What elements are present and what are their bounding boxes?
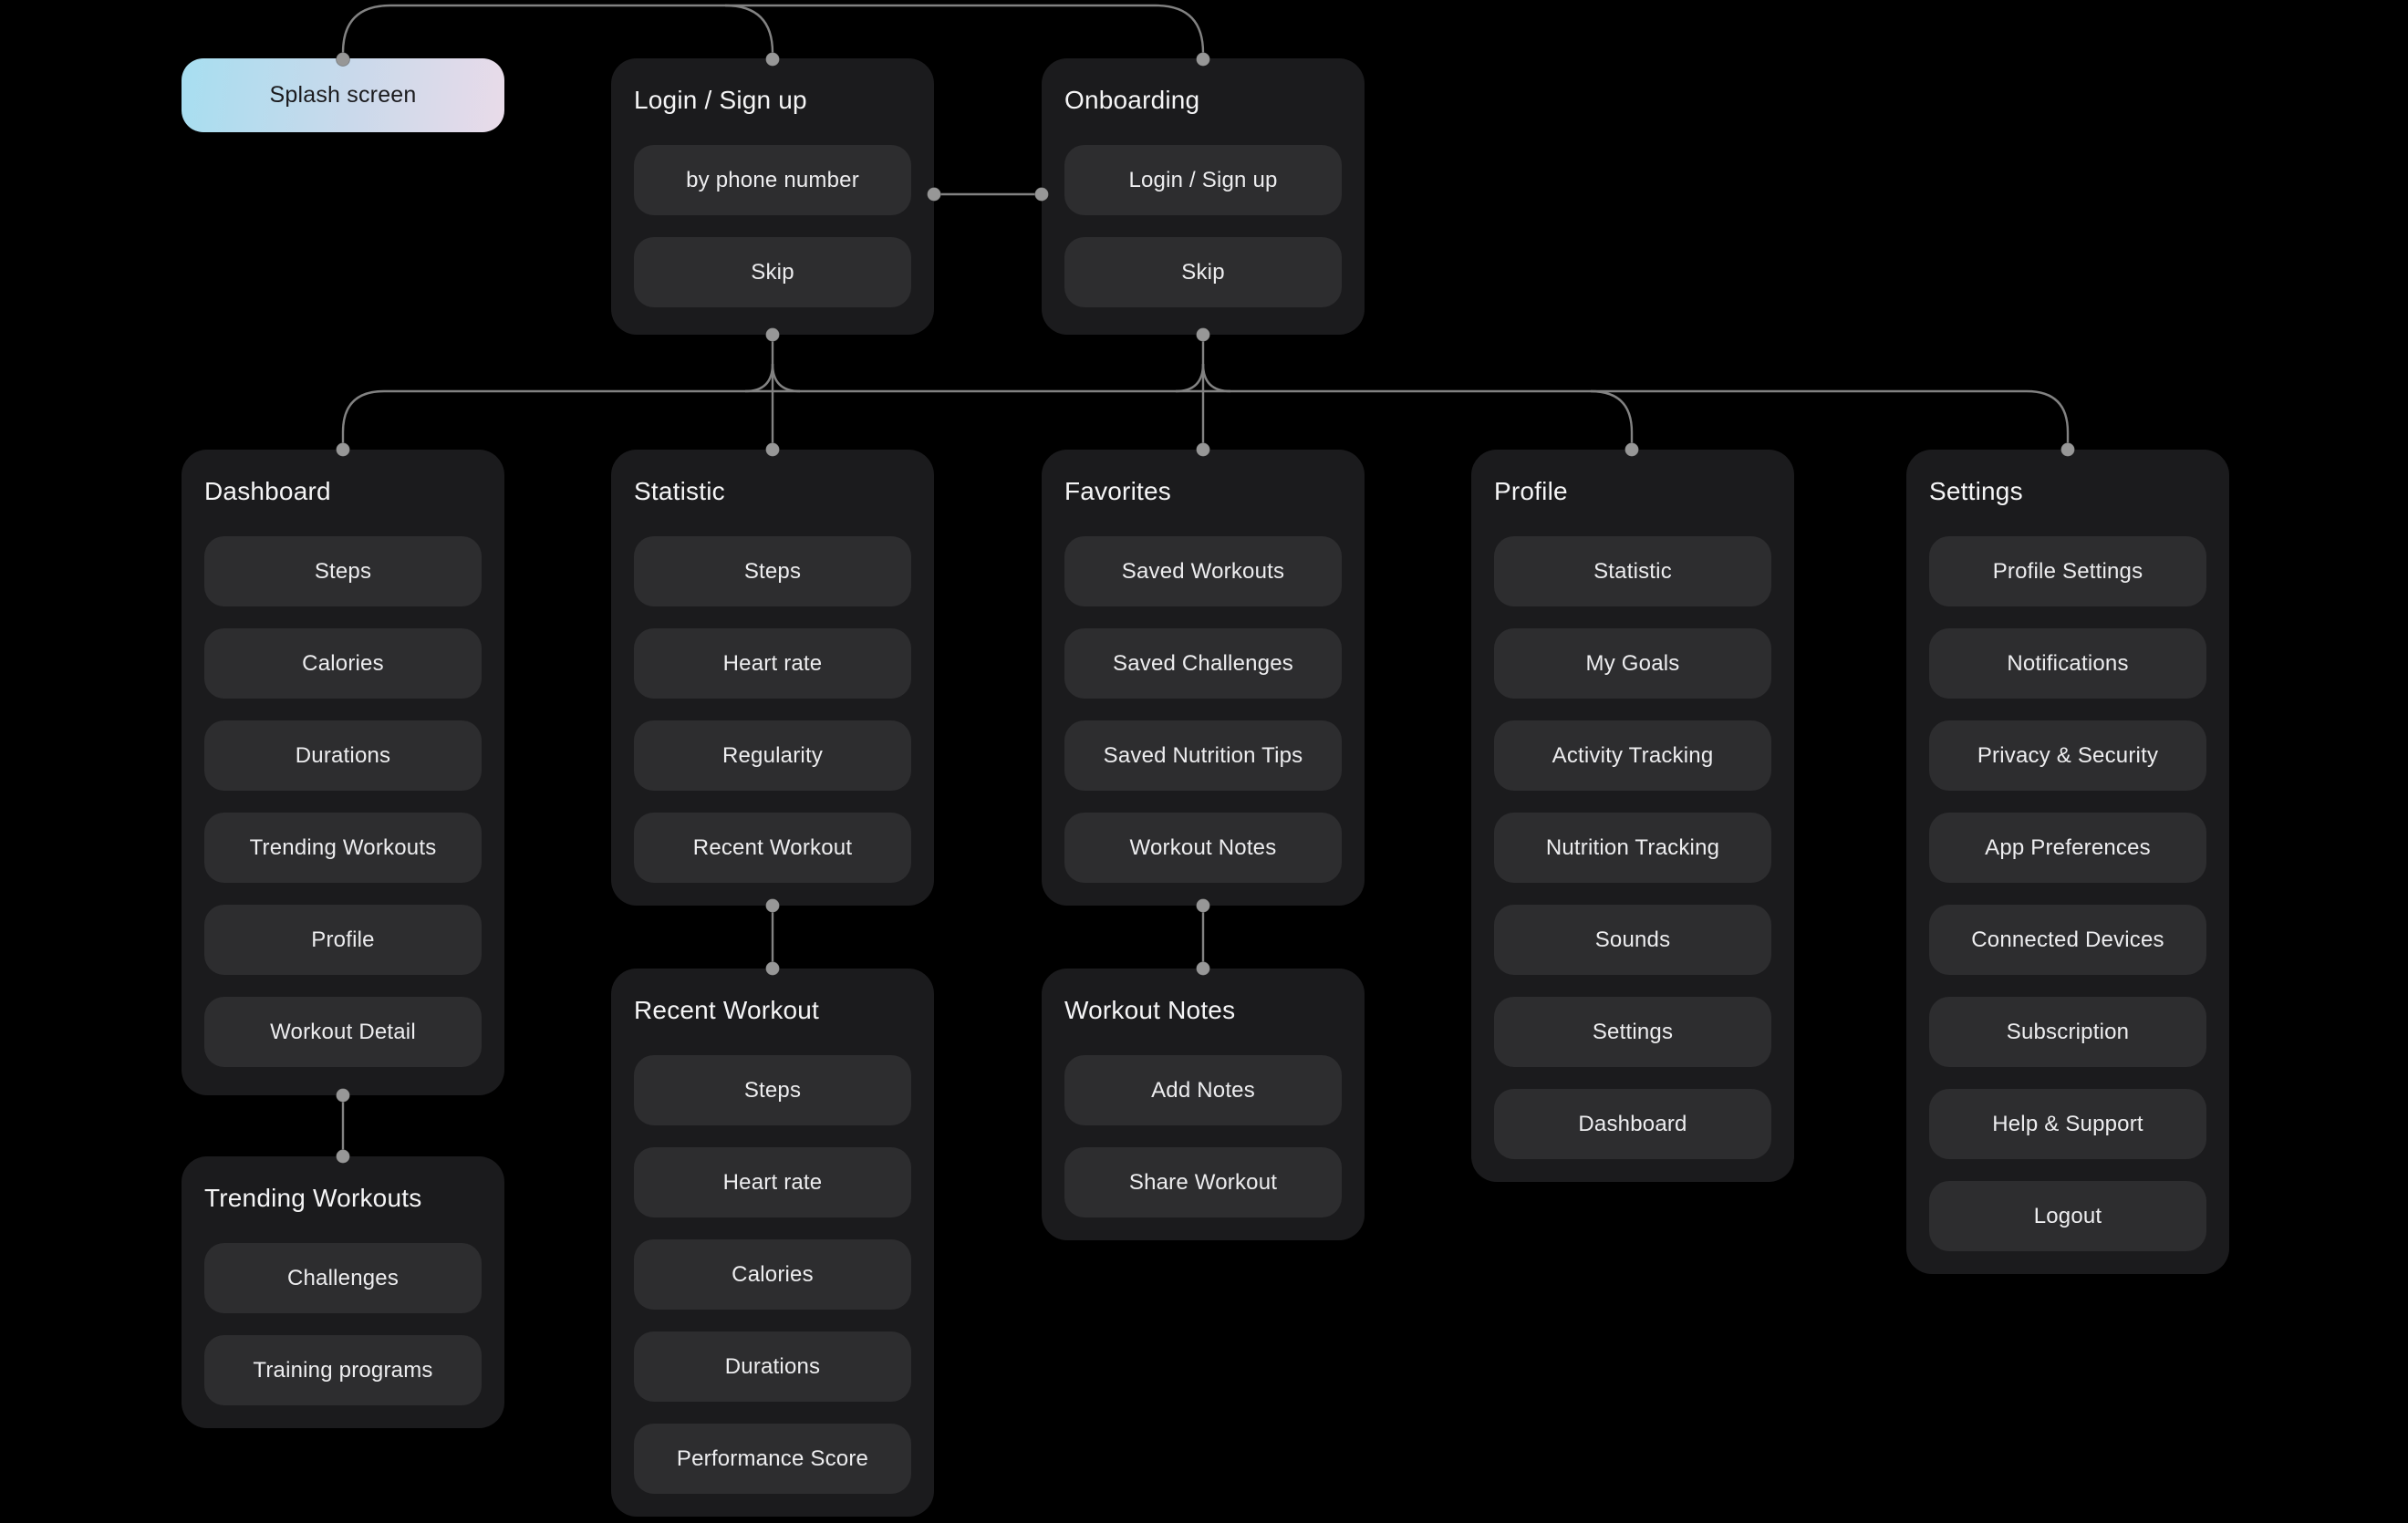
- edge-top-rail: [341, 4, 1205, 59]
- node-button-my-goals[interactable]: My Goals: [1494, 628, 1771, 699]
- node-title: Splash screen: [269, 82, 417, 108]
- node-button-nutrition-tracking[interactable]: Nutrition Tracking: [1494, 813, 1771, 883]
- node-title: Profile: [1494, 477, 1568, 505]
- node-button-skip[interactable]: Skip: [1064, 237, 1342, 307]
- edge-junction-flare: [744, 363, 774, 393]
- node-button-activity-tracking[interactable]: Activity Tracking: [1494, 720, 1771, 791]
- node-button-logout[interactable]: Logout: [1929, 1181, 2206, 1251]
- node-button-help-and-support[interactable]: Help & Support: [1929, 1089, 2206, 1159]
- node-button-training-programs[interactable]: Training programs: [204, 1335, 482, 1405]
- node-button-app-preferences[interactable]: App Preferences: [1929, 813, 2206, 883]
- node-title: Login / Sign up: [634, 86, 807, 114]
- node-button-workout-notes[interactable]: Workout Notes: [1064, 813, 1342, 883]
- node-button-durations[interactable]: Durations: [204, 720, 482, 791]
- node-button-settings[interactable]: Settings: [1494, 997, 1771, 1067]
- node-button-login-sign-up[interactable]: Login / Sign up: [1064, 145, 1342, 215]
- node-button-regularity[interactable]: Regularity: [634, 720, 911, 791]
- node-title: Settings: [1929, 477, 2023, 505]
- node-button-heart-rate[interactable]: Heart rate: [634, 1147, 911, 1217]
- node-button-calories[interactable]: Calories: [634, 1239, 911, 1310]
- node-button-share-workout[interactable]: Share Workout: [1064, 1147, 1342, 1217]
- node-button-privacy-and-security[interactable]: Privacy & Security: [1929, 720, 2206, 791]
- node-button-recent-workout[interactable]: Recent Workout: [634, 813, 911, 883]
- node-title: Statistic: [634, 477, 725, 505]
- node-splash-screen[interactable]: Splash screen: [182, 58, 504, 132]
- node-button-trending-workouts[interactable]: Trending Workouts: [204, 813, 482, 883]
- edge-junction-flare: [771, 363, 801, 393]
- node-title: Onboarding: [1064, 86, 1200, 114]
- node-button-steps[interactable]: Steps: [204, 536, 482, 606]
- node-button-calories[interactable]: Calories: [204, 628, 482, 699]
- node-buttons: Login / Sign up Skip: [1064, 145, 1342, 307]
- node-button-heart-rate[interactable]: Heart rate: [634, 628, 911, 699]
- node-onboarding[interactable]: Onboarding Login / Sign up Skip: [1042, 58, 1365, 335]
- node-button-saved-challenges[interactable]: Saved Challenges: [1064, 628, 1342, 699]
- node-button-dashboard[interactable]: Dashboard: [1494, 1089, 1771, 1159]
- edge-junction-flare: [1175, 363, 1205, 393]
- node-button-add-notes[interactable]: Add Notes: [1064, 1055, 1342, 1125]
- node-title: Dashboard: [204, 477, 331, 505]
- node-title: Favorites: [1064, 477, 1171, 505]
- edge-mid-rail-profile-drop: [1590, 389, 1634, 450]
- node-button-profile[interactable]: Profile: [204, 905, 482, 975]
- node-button-durations[interactable]: Durations: [634, 1331, 911, 1402]
- node-button-profile-settings[interactable]: Profile Settings: [1929, 536, 2206, 606]
- node-button-challenges[interactable]: Challenges: [204, 1243, 482, 1313]
- node-button-subscription[interactable]: Subscription: [1929, 997, 2206, 1067]
- node-button-statistic[interactable]: Statistic: [1494, 536, 1771, 606]
- node-button-workout-detail[interactable]: Workout Detail: [204, 997, 482, 1067]
- node-button-skip[interactable]: Skip: [634, 237, 911, 307]
- node-title: Workout Notes: [1064, 996, 1236, 1024]
- node-button-saved-nutrition-tips[interactable]: Saved Nutrition Tips: [1064, 720, 1342, 791]
- node-button-performance-score[interactable]: Performance Score: [634, 1424, 911, 1494]
- node-button-saved-workouts[interactable]: Saved Workouts: [1064, 536, 1342, 606]
- node-button-steps[interactable]: Steps: [634, 1055, 911, 1125]
- edge-junction-flare: [1201, 363, 1231, 393]
- edge-mid-rail: [341, 389, 2070, 450]
- node-title: Recent Workout: [634, 996, 820, 1024]
- node-title: Trending Workouts: [204, 1184, 422, 1212]
- node-button-by-phone-number[interactable]: by phone number: [634, 145, 911, 215]
- node-button-connected-devices[interactable]: Connected Devices: [1929, 905, 2206, 975]
- edge-top-rail-login-drop: [724, 4, 774, 59]
- node-button-notifications[interactable]: Notifications: [1929, 628, 2206, 699]
- node-button-steps[interactable]: Steps: [634, 536, 911, 606]
- node-button-sounds[interactable]: Sounds: [1494, 905, 1771, 975]
